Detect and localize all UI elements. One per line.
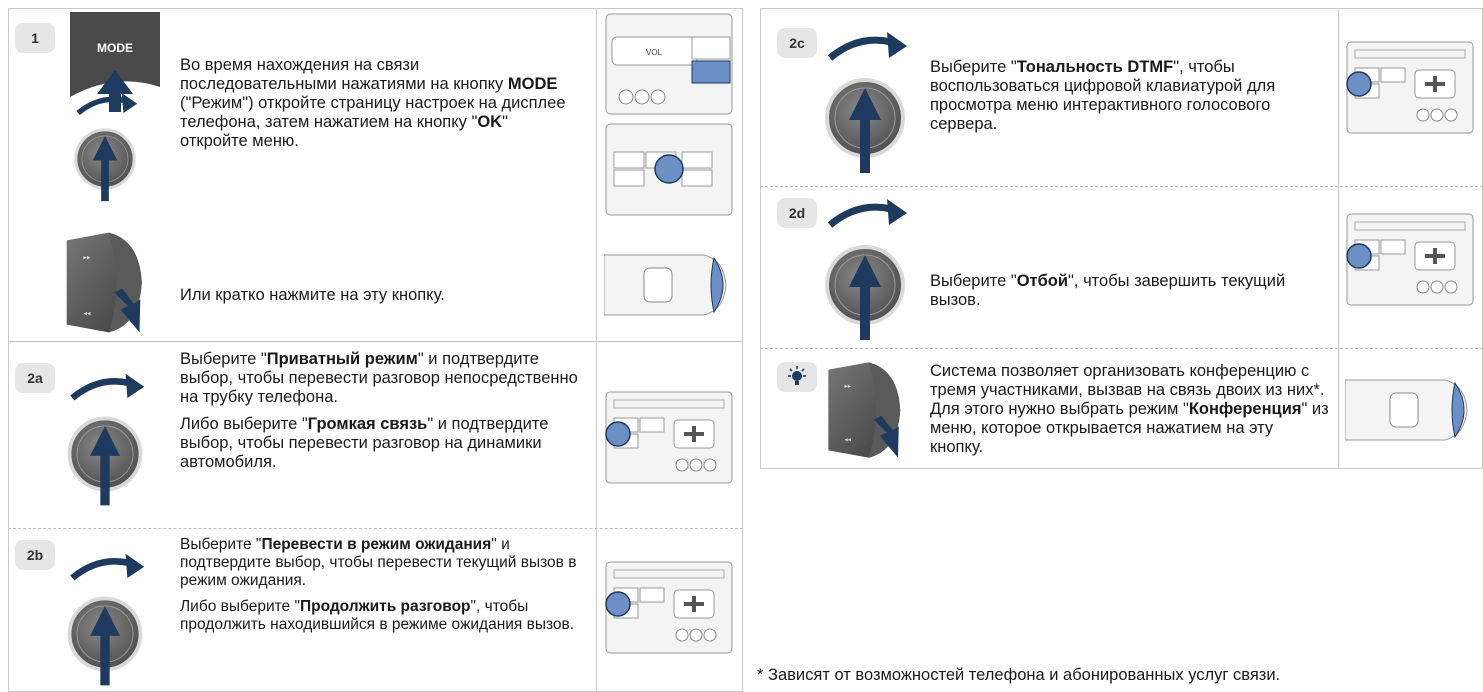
rotary-knob-icon	[815, 195, 915, 345]
mode-label: MODE	[97, 41, 133, 55]
tip-bulb-icon	[777, 362, 817, 392]
radio-panel-icon	[604, 560, 734, 655]
steering-stalk-icon	[603, 240, 734, 330]
steering-stalk-icon	[1344, 365, 1475, 455]
rotary-knob-icon	[55, 370, 155, 510]
steering-stalk-icon	[55, 225, 155, 340]
step-badge-2c: 2c	[777, 28, 817, 58]
step-badge-2d: 2d	[777, 198, 817, 228]
step-2b-text: Выберите "Перевести в режим ожидания" и …	[180, 536, 577, 633]
rotary-knob-icon	[55, 90, 155, 205]
step-2c-text: Выберите "Тональность DTMF", чтобы воспо…	[930, 58, 1276, 133]
step-badge-1: 1	[15, 23, 55, 53]
rotary-knob-icon	[55, 550, 155, 690]
tip-text: Система позволяет организовать конференц…	[930, 362, 1329, 456]
radio-panel-icon	[604, 122, 734, 217]
step-badge-2b: 2b	[15, 540, 55, 570]
radio-panel-icon: VOL	[604, 12, 734, 117]
left-divider	[596, 8, 597, 692]
radio-panel-icon	[604, 390, 734, 485]
radio-panel-icon	[1345, 212, 1475, 307]
rotary-knob-icon	[815, 28, 915, 178]
step-1-text: Во время нахождения на связи последовате…	[180, 56, 566, 150]
left-sep-2	[8, 528, 743, 529]
right-sep-1	[760, 186, 1483, 187]
step-1-alt-text: Или кратко нажмите на эту кнопку.	[180, 286, 445, 304]
step-2d-text: Выберите "Отбой", чтобы завершить текущи…	[930, 272, 1286, 309]
radio-panel-icon	[1345, 40, 1475, 135]
footnote: * Зависят от возможностей телефона и або…	[757, 666, 1281, 684]
steering-stalk-icon	[815, 355, 915, 465]
right-sep-2	[760, 348, 1483, 349]
left-sep-1	[8, 341, 743, 342]
svg-text:VOL: VOL	[646, 48, 663, 57]
step-badge-2a: 2a	[15, 363, 55, 393]
mode-button-icon: MODE	[70, 12, 160, 112]
step-2a-text: Выберите "Приватный режим" и подтвердите…	[180, 350, 578, 471]
right-divider	[1338, 8, 1339, 469]
